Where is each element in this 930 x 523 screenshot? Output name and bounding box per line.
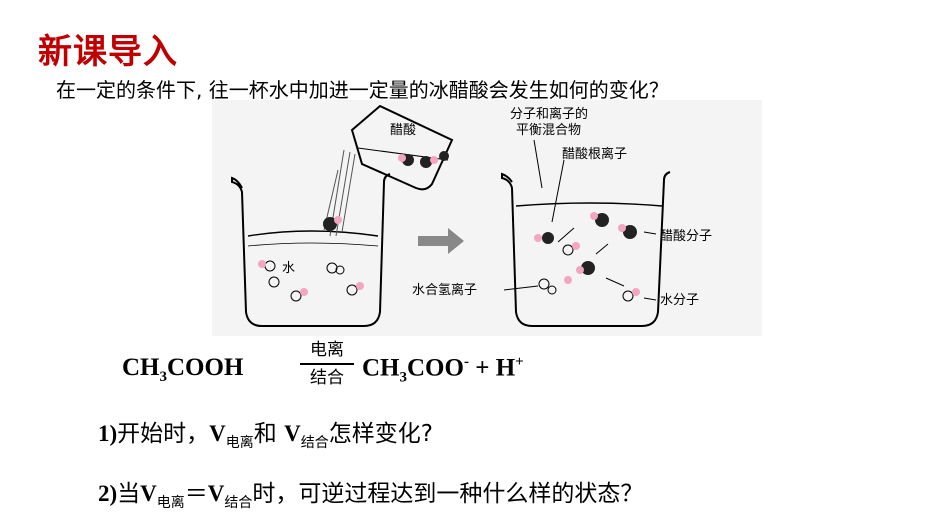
equilibrium-label-line2: 平衡混合物: [516, 123, 581, 138]
label-pointers: [503, 139, 657, 301]
question-2: 2)当V电离＝V结合时，可逆过程达到一种什么样的状态？: [98, 481, 644, 511]
question-1: 1)开始时，V电离和 V结合怎样变化?: [98, 421, 433, 451]
beaker-figure: 醋酸 水: [212, 100, 762, 336]
right-beaker: [501, 171, 671, 327]
water-label: 水: [282, 261, 295, 276]
acetic-acid-label: 醋酸: [390, 122, 416, 138]
process-arrow: [418, 228, 464, 254]
arrow-bottom-label: 结合: [310, 368, 344, 388]
arrow-bar: [300, 363, 354, 365]
arrow-top-label: 电离: [310, 340, 344, 360]
equilibrium-molecules: [534, 212, 640, 302]
equilibrium-label-line1: 分子和离子的: [510, 106, 588, 122]
equation-lhs: CH3COOH: [122, 354, 244, 385]
left-beaker: [231, 173, 391, 327]
acid-beaker: [350, 104, 454, 191]
water-molecules: [258, 216, 364, 302]
equation-rhs: CH3COO- + H+: [362, 354, 524, 386]
acetate-ion-label: 醋酸根离子: [562, 146, 627, 162]
beaker-diagram: 醋酸 水: [231, 104, 712, 327]
intro-question: 在一定的条件下, 往一杯水中加进一定量的冰醋酸会发生如何的变化？: [56, 78, 669, 102]
hydronium-label: 水合氢离子: [412, 282, 477, 298]
ionization-equation: CH3COOH 电离 结合 CH3COO- + H+: [122, 340, 742, 396]
acid-molecules: [398, 151, 449, 168]
acetic-molecule-label: 醋酸分子: [660, 228, 712, 244]
slide-title: 新课导入: [38, 32, 178, 72]
reversible-arrow: 电离 结合: [300, 340, 354, 388]
water-molecule-label: 水分子: [660, 293, 699, 308]
